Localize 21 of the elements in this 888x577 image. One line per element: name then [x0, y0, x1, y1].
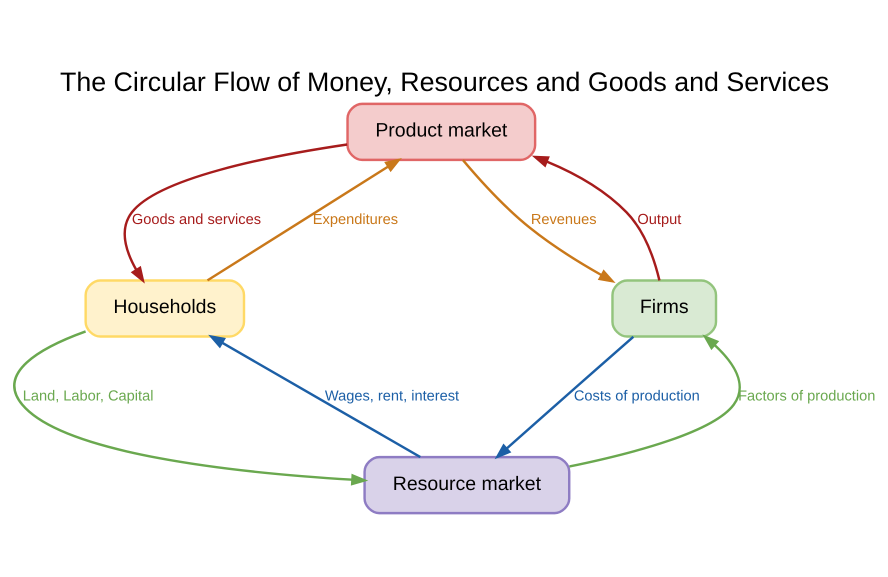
arrow [206, 157, 402, 281]
arrow [531, 155, 660, 280]
arrow [462, 158, 616, 282]
arrow [494, 335, 634, 459]
arrow [123, 142, 347, 284]
edge-label: Output [636, 211, 681, 228]
edge-label: Revenues [530, 211, 596, 228]
edge-label: Land, Labor, Capital [22, 388, 153, 404]
node-box: Firms [610, 278, 717, 338]
arrow [208, 334, 420, 458]
node-box: Households [84, 278, 245, 338]
edge-label: Factors of production [738, 388, 875, 404]
node-box: Product market [346, 102, 536, 161]
edge-label: Wages, rent, interest [324, 388, 459, 404]
edge-label: Costs of production [573, 388, 700, 404]
arrow [12, 330, 368, 486]
arrow [568, 334, 740, 468]
node-box: Resource market [362, 455, 570, 514]
edge-label: Expenditures [312, 211, 398, 228]
diagram-title: The Circular Flow of Money, Resources and Goods and Services [59, 66, 829, 97]
edge-label: Goods and services [131, 211, 261, 228]
